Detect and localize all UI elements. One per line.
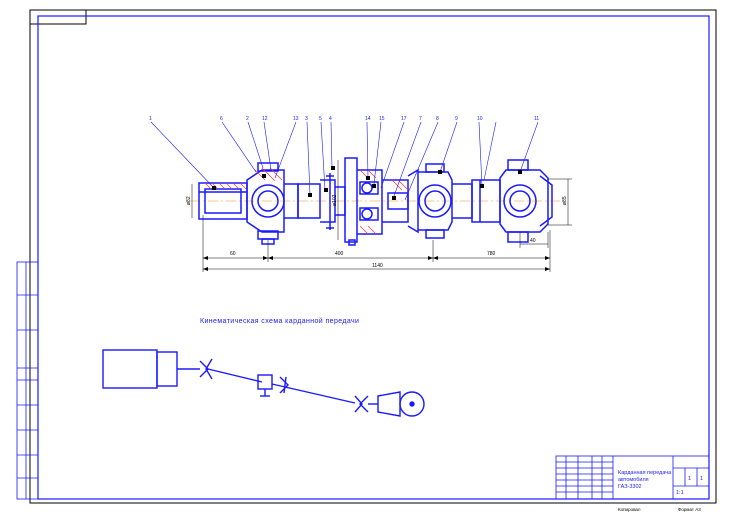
- kinematic-scheme-caption: Кинематическая схема карданной передачи: [200, 318, 360, 325]
- leader-label: 8: [436, 116, 439, 122]
- support-1: [257, 374, 273, 397]
- leader-label: 10: [477, 116, 483, 122]
- inner-frame: [37, 15, 710, 500]
- joint-2: [279, 376, 289, 394]
- leader-label: 3: [305, 116, 308, 122]
- sleeve-hatching: [204, 182, 247, 190]
- final-drive: [377, 391, 425, 417]
- dimension-arrows: [203, 256, 550, 271]
- leader-label: 4: [329, 116, 332, 122]
- splined-coupling: [382, 168, 419, 234]
- title-block: [555, 455, 710, 500]
- support-bearing: [326, 157, 383, 246]
- kinematic-scheme: [102, 349, 425, 417]
- title-name-line3: ГАЗ-3302: [618, 484, 642, 490]
- dim-780: 780: [487, 251, 496, 257]
- bottom-labels: Копировал Формат А3: [618, 507, 701, 512]
- copied-label: Копировал: [618, 507, 641, 512]
- left-universal-joint: [246, 162, 299, 245]
- shaft-1: [207, 368, 263, 383]
- leader-dots: [212, 166, 522, 200]
- title-block-text: Карданная передача автомобиля ГАЗ-3302 1…: [618, 470, 703, 496]
- leader-label: 2: [246, 116, 249, 122]
- right-universal-joint: [499, 159, 553, 243]
- leader-label: 7: [419, 116, 422, 122]
- joint-hatching: [254, 167, 283, 182]
- title-sheets: 1: [700, 476, 703, 482]
- sheet-border: [29, 9, 717, 504]
- gearbox-block: [156, 351, 178, 387]
- side-stamp: [16, 261, 39, 500]
- title-name-line1: Карданная передача: [618, 470, 672, 476]
- dim-1140: 1140: [372, 263, 383, 269]
- leader-label: 14: [365, 116, 371, 122]
- dim-d-mid: ø102: [332, 194, 338, 206]
- leader-label: 6: [220, 116, 223, 122]
- leader-label: 12: [262, 116, 268, 122]
- joint-3: [354, 395, 369, 413]
- leader-lines: [150, 121, 539, 201]
- top-left-stamp: [29, 9, 87, 25]
- title-sheet: 1: [688, 476, 691, 482]
- dim-40: 40: [530, 238, 536, 244]
- dim-d-left: ø82: [186, 196, 192, 205]
- leader-label: 9: [455, 116, 458, 122]
- leader-label: 15: [379, 116, 385, 122]
- leader-label: 17: [401, 116, 407, 122]
- format-label: Формат А3: [678, 507, 701, 512]
- leader-label: 11: [534, 116, 539, 122]
- leader-label: 1: [149, 116, 152, 122]
- leader-label: 13: [293, 116, 299, 122]
- engine-block: [102, 349, 158, 389]
- title-scale: 1:1: [676, 490, 684, 496]
- cardan-assembly-drawing: [150, 121, 572, 272]
- leader-label: 5: [319, 116, 322, 122]
- dim-400: 400: [335, 251, 344, 257]
- shaft-2: [271, 383, 356, 404]
- dimension-texts: 60 400 780 1140 40 ø82 ø85 ø102: [186, 194, 568, 269]
- dim-d-right: ø85: [562, 196, 568, 205]
- dimension-lines: [191, 160, 572, 272]
- title-name-line2: автомобиля: [618, 477, 649, 483]
- coupling-hatching: [391, 179, 409, 191]
- leader-numbers: 1 6 2 12 13 3 5 4 14 15 17 7 8 9 10 11: [149, 116, 539, 122]
- dim-60: 60: [230, 251, 236, 257]
